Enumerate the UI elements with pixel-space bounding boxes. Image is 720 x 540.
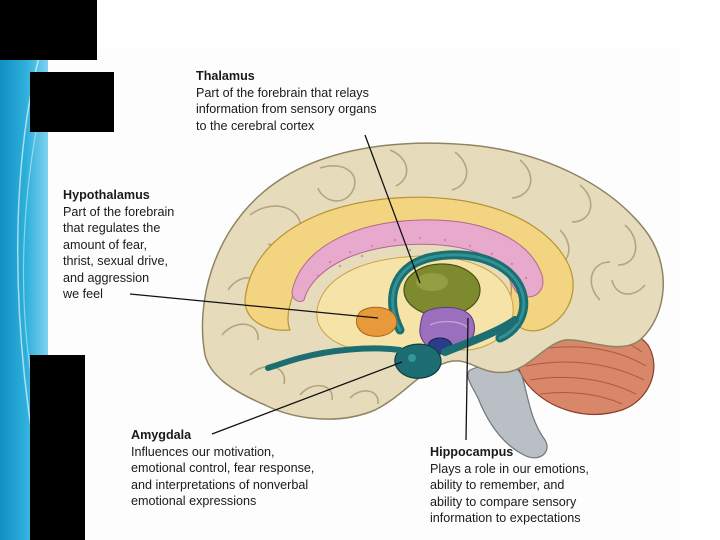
hippocampus-desc-line: information to expectations bbox=[430, 511, 581, 525]
amygdala-title: Amygdala bbox=[131, 428, 192, 442]
amygdala-label: Amygdala Influences our motivation, emot… bbox=[131, 427, 314, 510]
thalamus-desc-line: to the cerebral cortex bbox=[196, 118, 315, 133]
amygdala-structure bbox=[394, 343, 442, 379]
hippocampus-title: Hippocampus bbox=[430, 445, 514, 459]
amygdala-desc-line: emotional control, fear response, bbox=[131, 461, 315, 475]
hypothalamus-desc-line: amount of fear, bbox=[63, 237, 148, 252]
hippocampus-desc-line: ability to compare sensory bbox=[430, 494, 577, 509]
hypothalamus-label: Hypothalamus Part of the forebrain that … bbox=[63, 187, 174, 303]
hippocampus-leader bbox=[465, 317, 469, 441]
brain-stem bbox=[467, 363, 548, 459]
hypothalamus-structure bbox=[356, 306, 398, 337]
redaction-block-top-a bbox=[0, 0, 97, 60]
hippocampus-desc-line: Plays a role in our emotions, bbox=[430, 461, 589, 476]
hypothalamus-desc-line: thrist, sexual drive, bbox=[63, 254, 168, 268]
thalamus-desc-line: Part of the forebrain that relays bbox=[196, 85, 369, 100]
hypothalamus-desc-line: we feel bbox=[63, 287, 103, 301]
corpus-callosum bbox=[291, 219, 544, 303]
redaction-block-bottom bbox=[30, 355, 85, 540]
thalamus-label: Thalamus Part of the forebrain that rela… bbox=[196, 68, 377, 134]
hypothalamus-title: Hypothalamus bbox=[63, 188, 150, 202]
hypothalamus-leader bbox=[129, 293, 379, 319]
hypothalamus-desc-line: Part of the forebrain bbox=[63, 204, 175, 219]
amygdala-desc-line: and interpretations of nonverbal bbox=[131, 477, 309, 492]
thalamus-desc-line: information from sensory organs bbox=[196, 102, 377, 116]
thalamus-leader bbox=[364, 134, 421, 284]
amygdala-desc-line: emotional expressions bbox=[131, 494, 257, 508]
pink-dots bbox=[316, 236, 528, 280]
thalamus-title: Thalamus bbox=[196, 69, 255, 83]
hippocampus-label: Hippocampus Plays a role in our emotions… bbox=[430, 444, 589, 527]
hippocampus-desc-line: ability to remember, and bbox=[430, 478, 565, 492]
hypothalamus-desc-line: that regulates the bbox=[63, 221, 161, 235]
leader-lines bbox=[129, 134, 469, 441]
hypothalamus-desc-line: and aggression bbox=[63, 270, 150, 285]
amygdala-leader bbox=[211, 361, 403, 435]
olfactory-tract bbox=[265, 345, 403, 371]
redaction-block-top-b bbox=[30, 72, 114, 132]
hippocampus-structure bbox=[441, 316, 519, 356]
amygdala-desc-line: Influences our motivation, bbox=[131, 444, 275, 459]
